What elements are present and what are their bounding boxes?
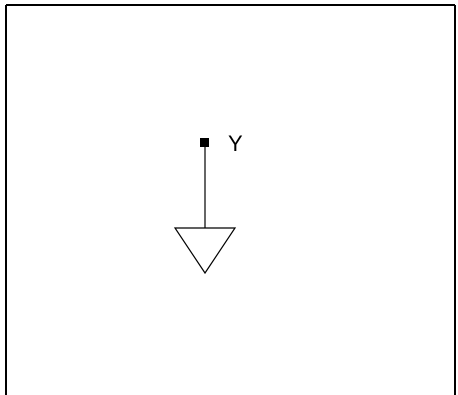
net-label: Y: [228, 131, 243, 156]
net-pin-square[interactable]: [200, 138, 209, 147]
frame-border: [5, 4, 456, 395]
ground-triangle-symbol[interactable]: [173, 227, 237, 275]
